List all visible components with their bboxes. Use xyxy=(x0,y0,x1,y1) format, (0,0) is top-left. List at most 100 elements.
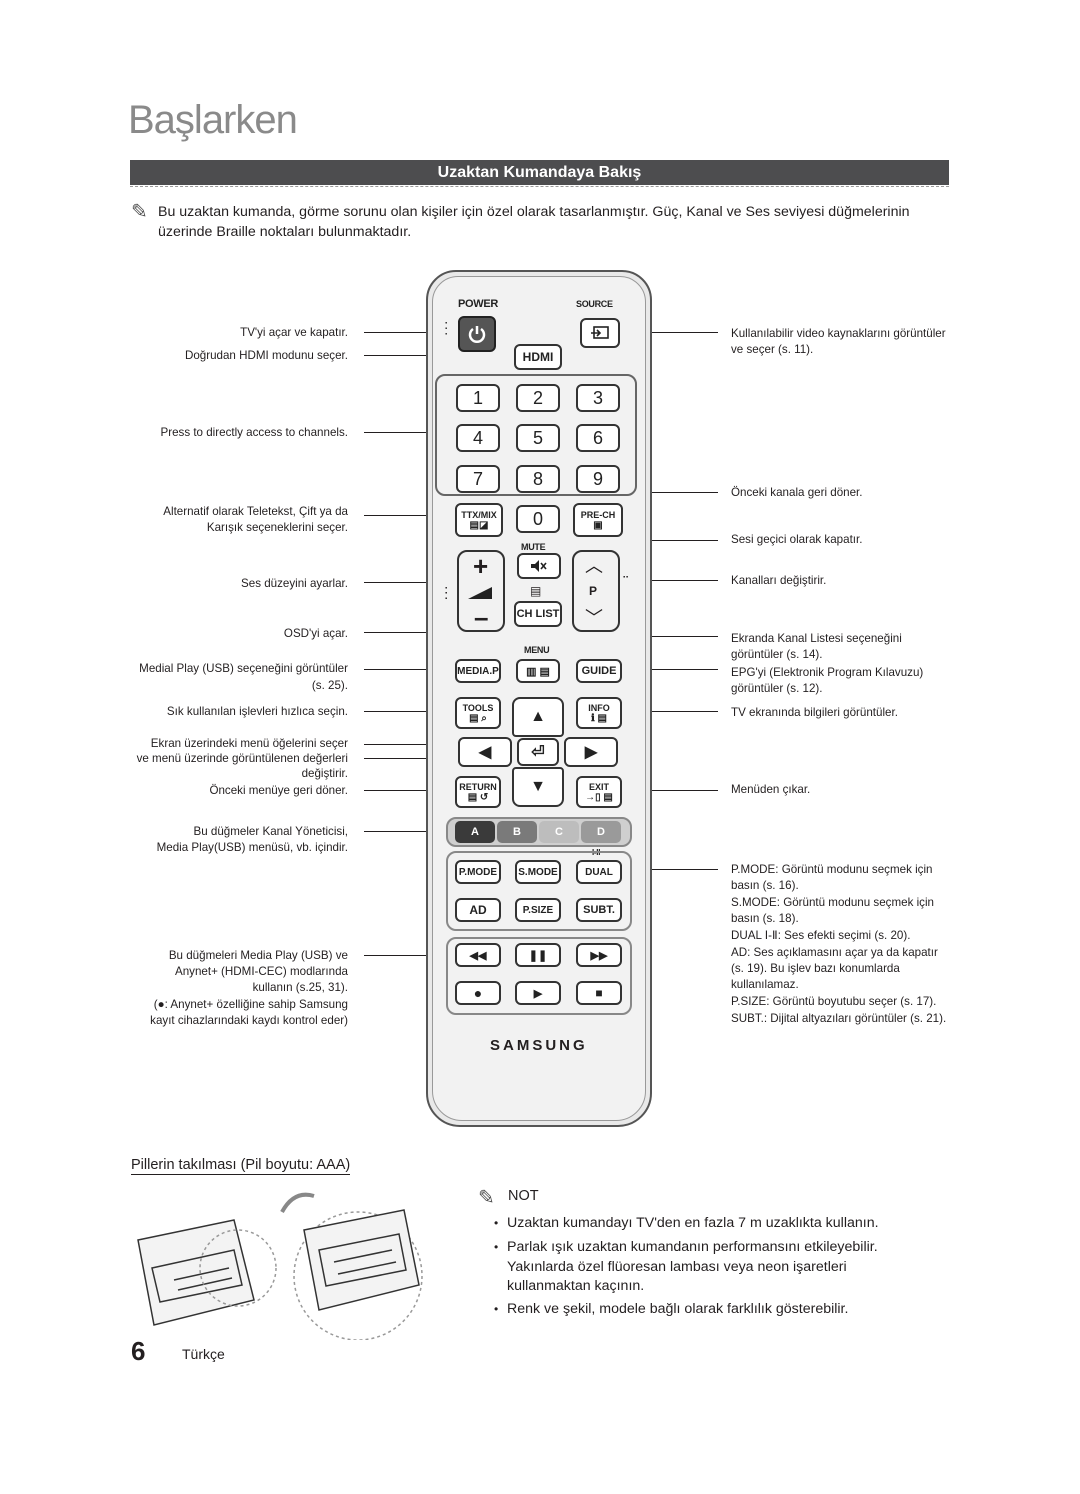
label-color-1: Bu düğmeler Kanal Yöneticisi, xyxy=(120,824,349,841)
rewind-button[interactable]: ◀◀ xyxy=(455,943,501,967)
label-power: TV'yi açar ve kapatır. xyxy=(240,326,348,339)
number-6-button[interactable]: 6 xyxy=(576,424,620,452)
number-9-button[interactable]: 9 xyxy=(576,465,620,493)
label-chlist-1: Ekranda Kanal Listesi seçeneğini xyxy=(731,632,902,645)
pause-button[interactable]: ❚❚ xyxy=(515,943,561,967)
number-5-button[interactable]: 5 xyxy=(516,424,560,452)
label-color-2b: menüsü, vb. içindir. xyxy=(248,841,348,854)
label-color-1a: Bu düğmeler xyxy=(193,825,260,838)
stop-icon: ■ xyxy=(595,986,603,1000)
media-p-button[interactable]: MEDIA.P xyxy=(455,659,501,683)
s-mode-button[interactable]: S.MODE xyxy=(515,860,561,884)
label-ad-3: kullanılamaz. xyxy=(731,978,799,991)
channel-list-small-icon: ▤ xyxy=(530,584,542,598)
subt-button[interactable]: SUBT. xyxy=(576,898,622,922)
label-channel: Kanalları değiştirir. xyxy=(731,574,827,587)
ad-button[interactable]: AD xyxy=(455,898,501,922)
mute-button[interactable] xyxy=(517,553,561,579)
channel-rocker[interactable] xyxy=(572,550,620,632)
source-button[interactable] xyxy=(580,318,620,348)
note-title: NOT xyxy=(508,1188,539,1204)
info-button[interactable]: INFO ℹ ▤ xyxy=(576,697,622,729)
guide-button[interactable]: GUIDE xyxy=(576,659,622,683)
return-icon: ▤ ↺ xyxy=(467,791,489,803)
color-button-b[interactable]: B xyxy=(497,821,537,843)
arrow-up-icon: ▲ xyxy=(530,708,546,725)
label-color-2: Media Play(USB) menüsü, vb. içindir. xyxy=(120,840,348,857)
number-4-button[interactable]: 4 xyxy=(456,424,500,452)
label-pmode-key: P.MODE xyxy=(731,863,776,876)
leader-ttx xyxy=(364,515,452,516)
label-dual-text: : Ses efekti seçimi (s. 20). xyxy=(777,929,911,942)
number-3-button[interactable]: 3 xyxy=(576,384,620,412)
ttx-mix-button[interactable]: TTX/MIX ▤◪ xyxy=(455,503,503,537)
channel-p-label: P xyxy=(589,584,598,598)
info-label: INFO xyxy=(588,702,610,713)
pre-ch-button[interactable]: PRE-CH ▣ xyxy=(573,503,623,537)
label-play-1a: Bu düğmeleri xyxy=(168,949,238,962)
menu-icon: ▥ ▤ xyxy=(526,665,550,678)
play-button[interactable]: ▶ xyxy=(515,981,561,1005)
fast-forward-button[interactable]: ▶▶ xyxy=(576,943,622,967)
label-play-2a: Anynet+ (HDMI-CEC) xyxy=(174,965,287,978)
number-2-button[interactable]: 2 xyxy=(516,384,560,412)
play-icon: ▶ xyxy=(533,987,543,1000)
section-heading: Uzaktan Kumandaya Bakış xyxy=(130,160,949,185)
tools-label: TOOLS xyxy=(462,702,494,713)
return-button[interactable]: RETURN ▤ ↺ xyxy=(455,776,501,808)
nav-down-button[interactable]: ▼ xyxy=(512,767,564,807)
leader-osd xyxy=(364,632,444,633)
menu-button[interactable]: ▥ ▤ xyxy=(516,659,560,683)
rewind-icon: ◀◀ xyxy=(469,949,487,962)
leader-play xyxy=(364,955,444,956)
label-source-1: Kullanılabilir video kaynaklarını görünt… xyxy=(731,327,946,340)
label-ad-2: (s. 19). Bu işlev bazı konumlarda xyxy=(731,962,900,975)
power-button[interactable] xyxy=(458,316,496,352)
record-button[interactable]: ● xyxy=(455,981,501,1005)
volume-level-icon xyxy=(468,586,492,599)
leader-prech xyxy=(622,492,718,493)
number-1-button[interactable]: 1 xyxy=(456,384,500,412)
page-title: Başlarken xyxy=(128,98,298,142)
label-media-key: Medial Play (USB) xyxy=(139,662,234,675)
leader-exit xyxy=(622,790,718,791)
label-psize-key: P.SIZE xyxy=(731,995,767,1008)
label-play-2b: modlarında xyxy=(289,965,348,978)
color-button-c[interactable]: C xyxy=(539,821,579,843)
pre-ch-label: PRE-CH xyxy=(580,509,616,520)
number-8-button[interactable]: 8 xyxy=(516,465,560,493)
ch-list-button[interactable]: CH LIST xyxy=(514,601,562,627)
nav-left-button[interactable]: ◀ xyxy=(458,737,512,767)
nav-up-button[interactable]: ▲ xyxy=(512,697,564,737)
label-color-2a: Media Play(USB) xyxy=(156,841,246,854)
color-button-a[interactable]: A xyxy=(455,821,495,843)
mute-icon xyxy=(531,560,547,572)
label-guide-1: EPG'yi (Elektronik Program Kılavuzu) xyxy=(731,666,924,679)
power-label: POWER xyxy=(458,298,499,310)
intro-text: Bu uzaktan kumanda, görme sorunu olan ki… xyxy=(158,204,910,240)
p-mode-button[interactable]: P.MODE xyxy=(455,860,501,884)
mute-label: MUTE xyxy=(521,542,546,552)
label-pmode-1: P.MODE: Görüntü modunu seçmek için xyxy=(731,862,961,879)
page-number: 6 xyxy=(131,1336,146,1366)
nav-right-button[interactable]: ▶ xyxy=(564,737,618,767)
number-0-button[interactable]: 0 xyxy=(516,505,560,533)
tools-button[interactable]: TOOLS ▤ ⌕ xyxy=(455,697,501,729)
number-7-button[interactable]: 7 xyxy=(456,465,500,493)
exit-label: EXIT xyxy=(588,781,609,792)
exit-button[interactable]: EXIT →▯ ▤ xyxy=(576,776,622,808)
p-size-button[interactable]: P.SIZE xyxy=(515,898,561,922)
color-button-d[interactable]: D xyxy=(581,821,621,843)
hdmi-button[interactable]: HDMI xyxy=(514,344,562,370)
label-play-4: (●: Anynet+ özelliğine sahip Samsung xyxy=(153,998,348,1011)
page-language: Türkçe xyxy=(182,1346,225,1362)
volume-up-icon: + xyxy=(473,551,489,581)
label-smode-1: S.MODE: Görüntü modunu seçmek için xyxy=(731,895,961,912)
volume-rocker[interactable] xyxy=(457,550,505,632)
stop-button[interactable]: ■ xyxy=(576,981,622,1005)
label-numbers: Press to directly access to channels. xyxy=(160,426,348,439)
leader-numbers xyxy=(364,432,434,433)
playback-group-frame xyxy=(446,937,632,1015)
enter-button[interactable]: ⏎ xyxy=(517,738,559,766)
dual-button[interactable]: DUAL xyxy=(576,860,622,884)
